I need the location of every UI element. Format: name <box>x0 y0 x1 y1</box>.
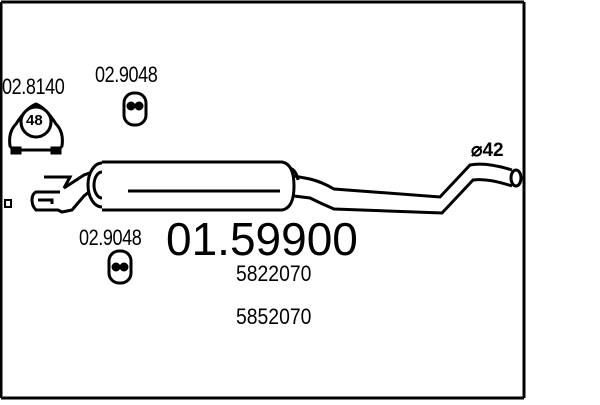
oe-number: 5822070 <box>236 261 312 286</box>
clamp-icon <box>8 102 64 155</box>
main-part-number: 01.59900 <box>166 213 358 265</box>
muffler-body <box>102 160 300 212</box>
pipe-diameter-label: ⌀42 <box>471 140 504 161</box>
accessory-part-number: 02.9048 <box>79 225 142 250</box>
oe-number: 5852070 <box>236 304 312 329</box>
rubber-hanger-icon <box>107 249 133 285</box>
accessory-part-number: 02.9048 <box>95 62 158 87</box>
accessory-part-number: 02.8140 <box>2 74 65 99</box>
pipe-end-marker <box>4 199 12 208</box>
tail-pipe <box>293 162 523 215</box>
clamp-size-label: 48 <box>26 112 43 129</box>
border-frame <box>0 0 526 400</box>
rubber-hanger-icon <box>122 91 148 127</box>
